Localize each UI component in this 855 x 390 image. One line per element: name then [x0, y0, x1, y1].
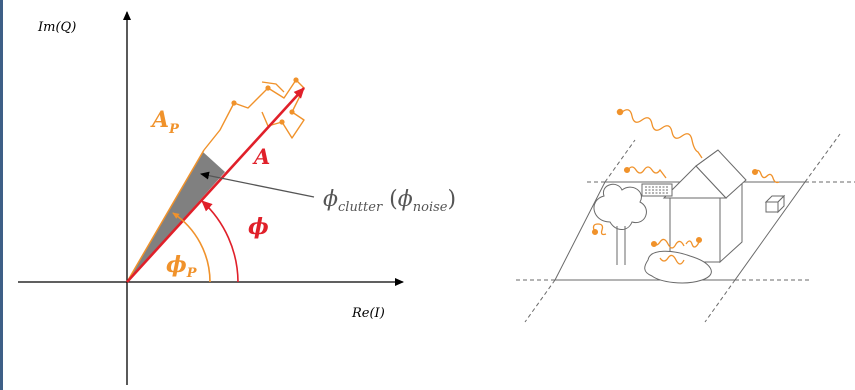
scatter-wavelet [755, 170, 779, 182]
clutter-annotation-label: ϕclutter (ϕnoise) [323, 187, 456, 215]
noise-point [289, 109, 294, 114]
phi-p-label: ϕP [166, 252, 198, 281]
scatter-wavelet [628, 167, 666, 178]
noise-point [293, 77, 298, 82]
ground-dash [705, 280, 735, 322]
clutter-annotation-arrow [201, 174, 314, 197]
ground-dash [805, 134, 840, 182]
incident-wave [622, 110, 702, 158]
noise-point [279, 119, 284, 124]
scatter-scene-sketch [515, 134, 855, 322]
ground-dash [605, 140, 635, 182]
box-icon [766, 196, 784, 212]
ground-dash [525, 280, 555, 322]
wavelet-dot [593, 230, 598, 235]
noise-point [231, 100, 236, 105]
y-axis-label: Im(Q) [37, 20, 76, 35]
wavelet-dot [753, 170, 758, 175]
wavelet-dot [697, 238, 702, 243]
x-axis-label: Re(I) [351, 306, 385, 321]
noise-random-walk [204, 80, 304, 150]
phi-arc [202, 201, 238, 282]
phasor-diagram: Im(Q) Re(I) AP A ϕ ϕP [18, 12, 456, 385]
phasor-a-label: A [252, 144, 270, 169]
phasor-a-p-label: AP [150, 107, 180, 137]
phi-label: ϕ [248, 214, 269, 240]
wave-source-dot [617, 109, 622, 114]
noise-point [265, 85, 270, 90]
wavelet-dot [625, 168, 630, 173]
wavelet-dot [652, 242, 657, 247]
